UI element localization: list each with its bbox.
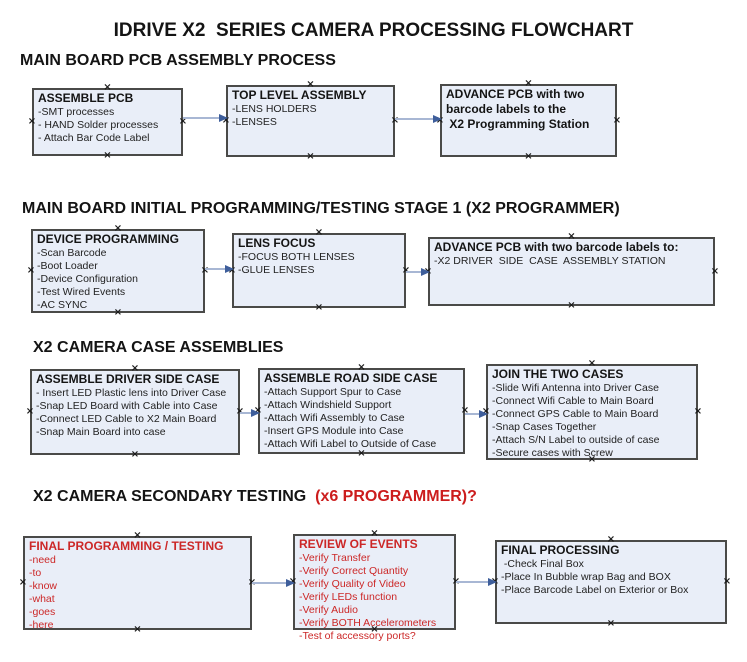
box-title: LENS FOCUS (238, 236, 316, 250)
box-title: FINAL PROGRAMMING / TESTING (29, 539, 224, 553)
connector-arrow (406, 268, 430, 276)
section-header: X2 CAMERA CASE ASSEMBLIES (33, 339, 283, 357)
box-item: -SMT processes (38, 106, 115, 118)
arrowhead-icon (251, 409, 260, 417)
arrowhead-icon (219, 114, 228, 122)
box-title: ASSEMBLE ROAD SIDE CASE (264, 371, 438, 385)
process-box: LENS FOCUS-FOCUS BOTH LENSES-GLUE LENSES (232, 233, 406, 308)
section-header-text: X2 CAMERA SECONDARY TESTING (33, 488, 316, 505)
box-title: JOIN THE TWO CASES (492, 367, 624, 381)
box-item: -GLUE LENSES (238, 264, 315, 276)
box-item: -Device Configuration (37, 273, 138, 285)
box-item: -Attach Wifi Assembly to Case (264, 412, 405, 424)
box-title: ADVANCE PCB with two barcode labels to: (434, 240, 679, 254)
connector-arrow (456, 578, 497, 586)
box-item: -Snap Main Board into case (36, 426, 166, 438)
arrowhead-icon (488, 578, 497, 586)
box-item: -FOCUS BOTH LENSES (238, 251, 355, 263)
process-box: ASSEMBLE ROAD SIDE CASE-Attach Support S… (258, 368, 465, 454)
box-item: -Check Final Box (501, 558, 584, 570)
box-item: -Attach Support Spur to Case (264, 386, 402, 398)
arrowhead-icon (479, 410, 488, 418)
box-item: -Place Barcode Label on Exterior or Box (501, 584, 689, 596)
box-title: ASSEMBLE PCB (38, 91, 134, 105)
section-header-text: X2 CAMERA CASE ASSEMBLIES (33, 339, 284, 356)
box-item: -Verify Correct Quantity (299, 565, 409, 577)
arrowhead-icon (225, 265, 234, 273)
section-header: MAIN BOARD PCB ASSEMBLY PROCESS (20, 52, 336, 70)
box-item: -Attach Wifi Label to Outside of Case (264, 438, 437, 450)
section-header-text: MAIN BOARD PCB ASSEMBLY PROCESS (20, 52, 336, 69)
section-header: MAIN BOARD INITIAL PROGRAMMING/TESTING S… (22, 200, 620, 218)
process-box: DEVICE PROGRAMMING-Scan Barcode-Boot Loa… (31, 229, 205, 313)
box-item: -Snap Cases Together (492, 421, 597, 433)
process-box: FINAL PROGRAMMING / TESTING-need-to-know… (23, 536, 252, 631)
box-item: -Place In Bubble wrap Bag and BOX (501, 571, 671, 583)
box-item: - Attach Bar Code Label (38, 132, 150, 144)
box-item: -X2 DRIVER SIDE CASE ASSEMBLY STATION (434, 255, 666, 267)
process-box: TOP LEVEL ASSEMBLY-LENS HOLDERS-LENSES (226, 85, 395, 157)
box-item: -Verify BOTH Accelerometers (299, 617, 437, 629)
section-header: X2 CAMERA SECONDARY TESTING (x6 PROGRAMM… (33, 488, 477, 506)
box-item: -Insert GPS Module into Case (264, 425, 404, 437)
box-item: -AC SYNC (37, 299, 88, 311)
box-item: - HAND Solder processes (38, 119, 159, 131)
box-item: -Slide Wifi Antenna into Driver Case (492, 382, 659, 394)
process-box: JOIN THE TWO CASES-Slide Wifi Antenna in… (486, 364, 698, 460)
box-title: DEVICE PROGRAMMING (37, 232, 180, 246)
connector-arrow (205, 265, 234, 273)
connector-arrow (183, 114, 228, 122)
box-item: -Verify Quality of Video (299, 578, 406, 590)
box-item: -Secure cases with Screw (492, 447, 613, 459)
process-box: REVIEW OF EVENTS-Verify Transfer-Verify … (293, 534, 456, 642)
arrowhead-icon (421, 268, 430, 276)
box-title: ASSEMBLE DRIVER SIDE CASE (36, 372, 220, 386)
connector-arrow (240, 409, 260, 417)
box-item: -Attach Windshield Support (264, 399, 392, 411)
box-item: -Verify Transfer (299, 552, 371, 564)
box-item: -Test Wired Events (37, 286, 126, 298)
box-item: -Verify Audio (299, 604, 358, 616)
box-item: - Insert LED Plastic lens into Driver Ca… (36, 387, 227, 399)
process-box: ADVANCE PCB with two barcode labels to:-… (428, 237, 715, 306)
page-title: IDRIVE X2 SERIES CAMERA PROCESSING FLOWC… (113, 20, 634, 41)
connector-arrow (465, 410, 488, 418)
process-box: FINAL PROCESSING -Check Final Box-Place … (495, 540, 727, 624)
box-item: -Connect GPS Cable to Main Board (492, 408, 659, 420)
box-item: -what (29, 593, 55, 605)
box-item: -LENSES (232, 116, 277, 128)
box-item: -to (29, 567, 42, 579)
box-item: -need (29, 554, 56, 566)
box-title: FINAL PROCESSING (501, 543, 620, 557)
box-item: -Verify LEDs function (299, 591, 398, 603)
arrowhead-icon (286, 579, 295, 587)
process-box: ASSEMBLE DRIVER SIDE CASE- Insert LED Pl… (30, 369, 240, 455)
box-item: -Boot Loader (37, 260, 98, 272)
connector-arrow (252, 579, 295, 587)
box-item: -Snap LED Board with Cable into Case (36, 400, 218, 412)
box-title: TOP LEVEL ASSEMBLY (232, 88, 367, 102)
arrowhead-icon (433, 115, 442, 123)
box-item: -LENS HOLDERS (232, 103, 317, 115)
box-item: -Scan Barcode (37, 247, 107, 259)
process-box: ADVANCE PCB with two barcode labels to t… (440, 84, 617, 157)
process-box: ASSEMBLE PCB-SMT processes- HAND Solder … (32, 88, 183, 156)
box-item: -Connect Wifi Cable to Main Board (492, 395, 654, 407)
box-title: ADVANCE PCB with two barcode labels to t… (446, 87, 590, 131)
box-title: REVIEW OF EVENTS (299, 537, 418, 551)
box-item: -Test of accessory ports? (299, 630, 416, 642)
connector-arrow (395, 115, 442, 123)
section-header-red-suffix: (x6 PROGRAMMER)? (315, 488, 477, 505)
box-item: -know (29, 580, 58, 592)
box-item: -here (29, 619, 54, 631)
box-item: -Attach S/N Label to outside of case (492, 434, 660, 446)
box-item: -Connect LED Cable to X2 Main Board (36, 413, 217, 425)
section-header-text: MAIN BOARD INITIAL PROGRAMMING/TESTING S… (22, 200, 620, 217)
box-item: -goes (29, 606, 56, 618)
